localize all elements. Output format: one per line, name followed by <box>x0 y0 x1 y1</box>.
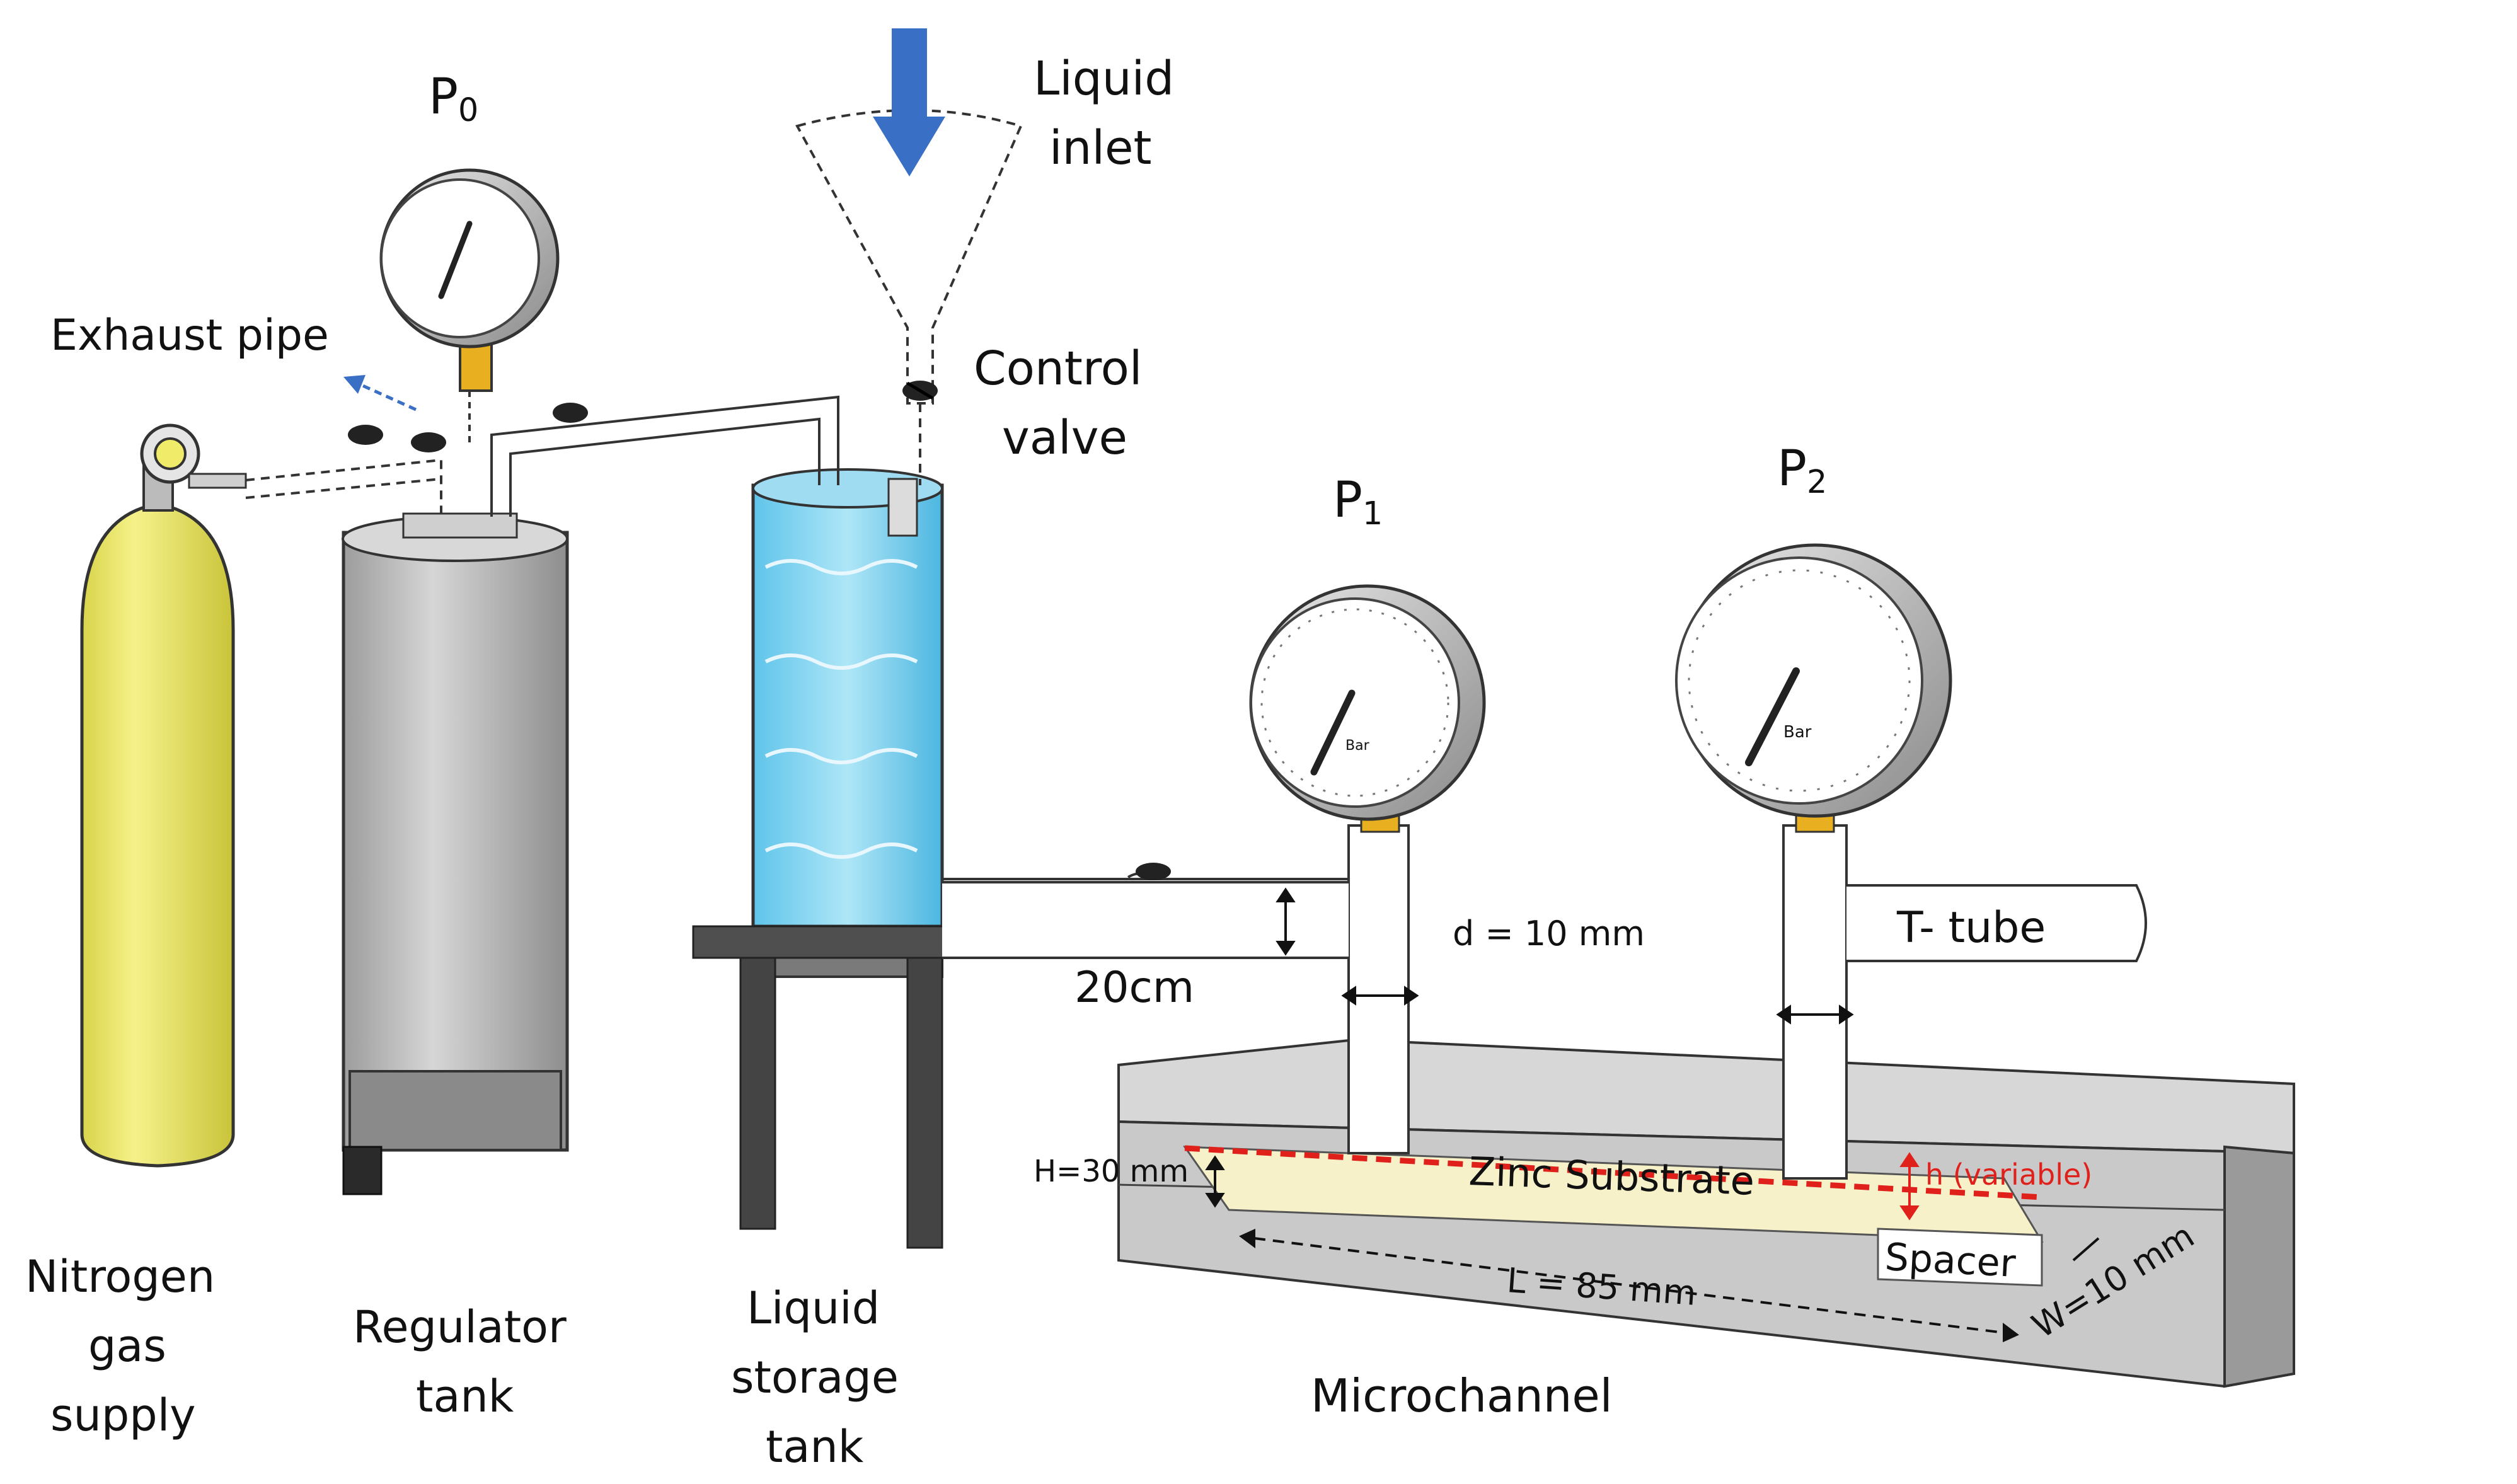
exhaust-arrow <box>343 375 417 411</box>
tube-diameter-label: d = 10 mm <box>1453 914 1645 953</box>
t-tube-2 <box>1782 808 2147 1180</box>
nitrogen-label-line2: gas <box>88 1320 166 1372</box>
channel-height-label: H=30 mm <box>1034 1154 1189 1189</box>
height-20cm-label: 20cm <box>1074 963 1194 1013</box>
tank-stand <box>692 925 1022 1249</box>
zinc-substrate-label: Zinc Substrate <box>1468 1148 1755 1204</box>
nitrogen-cylinder <box>80 423 247 1168</box>
storage-label-line2: storage <box>731 1352 899 1403</box>
liquid-inlet-label-line1: Liquid <box>1034 52 1174 106</box>
liquid-inlet-arrow <box>873 28 945 176</box>
control-valve-icon <box>902 381 938 401</box>
storage-label-line1: Liquid <box>747 1282 880 1334</box>
gap-height-label: h (variable) <box>1925 1158 2092 1192</box>
control-valve-label-line1: Control <box>974 342 1143 396</box>
t-tube-1 <box>942 808 1410 1154</box>
nitrogen-label-line3: supply <box>50 1389 196 1441</box>
control-valve-label-line2: valve <box>1002 411 1127 465</box>
spacer-label: Spacer <box>1884 1235 2017 1286</box>
microchannel-label: Microchannel <box>1311 1369 1613 1422</box>
regulator-label-line2: tank <box>416 1371 514 1422</box>
t-tube-label: T- tube <box>1896 903 2046 953</box>
dimension-arrows <box>1205 887 2100 1343</box>
regulator-tank <box>342 512 569 1195</box>
exhaust-pipe-label: Exhaust pipe <box>50 311 329 360</box>
gas-pipes <box>245 391 839 517</box>
liquid-inlet-label-line2: inlet <box>1049 121 1152 175</box>
p0-label: P0 <box>429 69 478 129</box>
p1-label: P1 <box>1333 472 1383 532</box>
microchannel-block <box>1117 1038 2295 1388</box>
p2-label: P2 <box>1777 440 1827 500</box>
gauge-unit-p1: Bar <box>1345 738 1370 754</box>
liquid-storage-tank <box>751 468 944 978</box>
pressure-gauge-p0 <box>379 168 560 392</box>
storage-label-line3: tank <box>766 1421 864 1473</box>
pressure-gauge-p2 <box>1675 543 1952 818</box>
regulator-label-line1: Regulator <box>353 1301 567 1353</box>
nitrogen-label-line1: Nitrogen <box>25 1251 215 1303</box>
pipe-valves <box>348 403 588 452</box>
pressure-gauge-p1 <box>1249 584 1486 821</box>
gauge-unit-p2: Bar <box>1783 723 1812 742</box>
funnel <box>795 109 1023 485</box>
